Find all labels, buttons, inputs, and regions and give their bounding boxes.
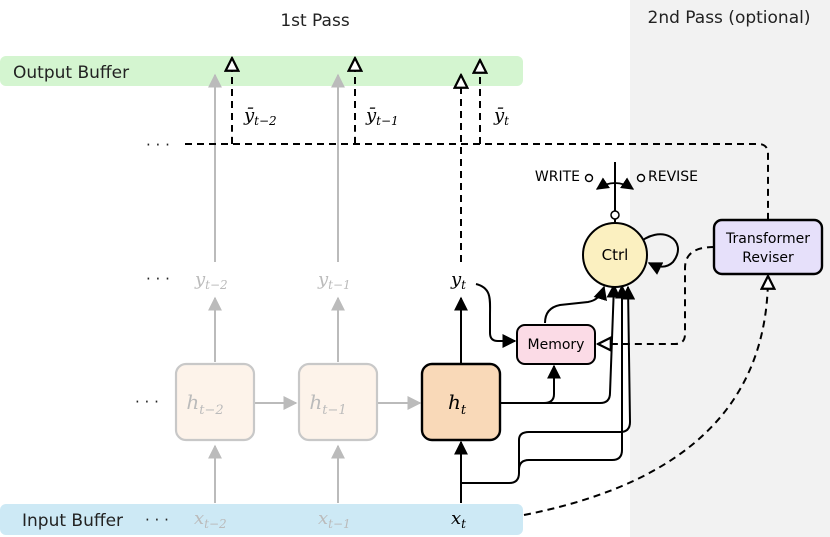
- revised-y-t-minus-1: ȳt−1: [365, 105, 399, 128]
- memory-node: [516, 324, 596, 365]
- input-buffer-label: Input Buffer: [22, 511, 123, 531]
- revision-connections: [185, 58, 768, 516]
- revised-y-t: ȳt: [493, 105, 509, 128]
- write-terminal: [584, 173, 594, 183]
- output-ellipsis: · · ·: [146, 270, 170, 288]
- hidden-state-t-minus-2: [174, 362, 256, 442]
- hidden-label-t: ht: [448, 390, 467, 418]
- reviser-label-line1: Transformer: [725, 231, 810, 247]
- hidden-ellipsis: · · ·: [135, 393, 159, 411]
- input-buffer-ellipsis: · · ·: [145, 511, 169, 529]
- ctrl-node: [582, 222, 648, 288]
- input-x-t: xt: [451, 508, 466, 531]
- write-label: WRITE: [535, 169, 580, 185]
- hidden-state-t-minus-1: [297, 362, 379, 442]
- hidden-label-t-minus-2: ht−2: [186, 390, 223, 418]
- second-pass-header: 2nd Pass (optional): [648, 8, 811, 28]
- hidden-state-t: [420, 362, 502, 442]
- reviser-label-line2: Reviser: [742, 250, 794, 266]
- revised-y-t-minus-2: ȳt−2: [243, 105, 277, 128]
- output-y-t-minus-1: yt−1: [317, 269, 351, 292]
- ctrl-label: Ctrl: [602, 246, 629, 264]
- ctrl-switch-pivot: [610, 210, 620, 220]
- input-buffer: [0, 504, 523, 535]
- output-buffer-label: Output Buffer: [13, 63, 129, 83]
- first-pass-header: 1st Pass: [280, 11, 350, 31]
- revise-label: REVISE: [648, 169, 698, 185]
- hidden-label-t-minus-1: ht−1: [309, 390, 346, 418]
- input-x-t-minus-2: xt−2: [194, 508, 227, 531]
- revise-terminal: [636, 173, 646, 183]
- write-revise-switch: [595, 177, 635, 190]
- output-buffer: [0, 56, 523, 86]
- output-y-t: yt: [450, 269, 466, 292]
- input-x-t-minus-1: xt−1: [318, 508, 351, 531]
- memory-label: Memory: [528, 337, 585, 353]
- faded-connections: [208, 73, 422, 503]
- revision-ellipsis: · · ·: [146, 136, 170, 154]
- output-y-t-minus-2: yt−2: [194, 269, 228, 292]
